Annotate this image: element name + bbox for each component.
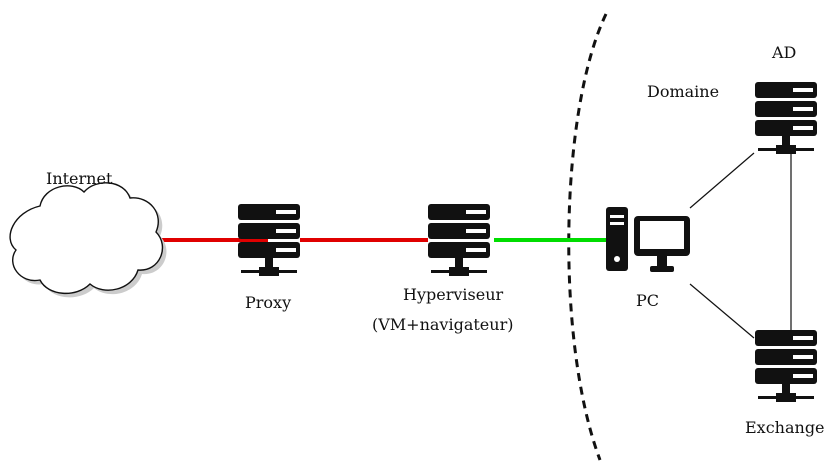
- link-pc-exchange: [689, 283, 755, 339]
- network-boundary-dashed-line: [567, 13, 608, 461]
- internet-label: Internet: [46, 169, 113, 188]
- domaine-label: Domaine: [647, 82, 720, 101]
- cloud-icon: [9, 182, 167, 298]
- hyperviseur-label: Hyperviseur: [403, 285, 504, 304]
- ad-label: AD: [772, 43, 797, 62]
- ad-server-icon: [755, 82, 817, 154]
- exchange-server-icon: [755, 330, 817, 402]
- pc-label: PC: [636, 291, 660, 310]
- proxy-label: Proxy: [245, 293, 292, 312]
- link-pc-ad: [689, 152, 755, 209]
- exchange-label: Exchange: [745, 418, 825, 437]
- desktop-computer-icon: [606, 207, 690, 272]
- hyperviseur-sublabel: (VM+navigateur): [372, 315, 514, 334]
- hyperviseur-server-icon: [428, 204, 490, 276]
